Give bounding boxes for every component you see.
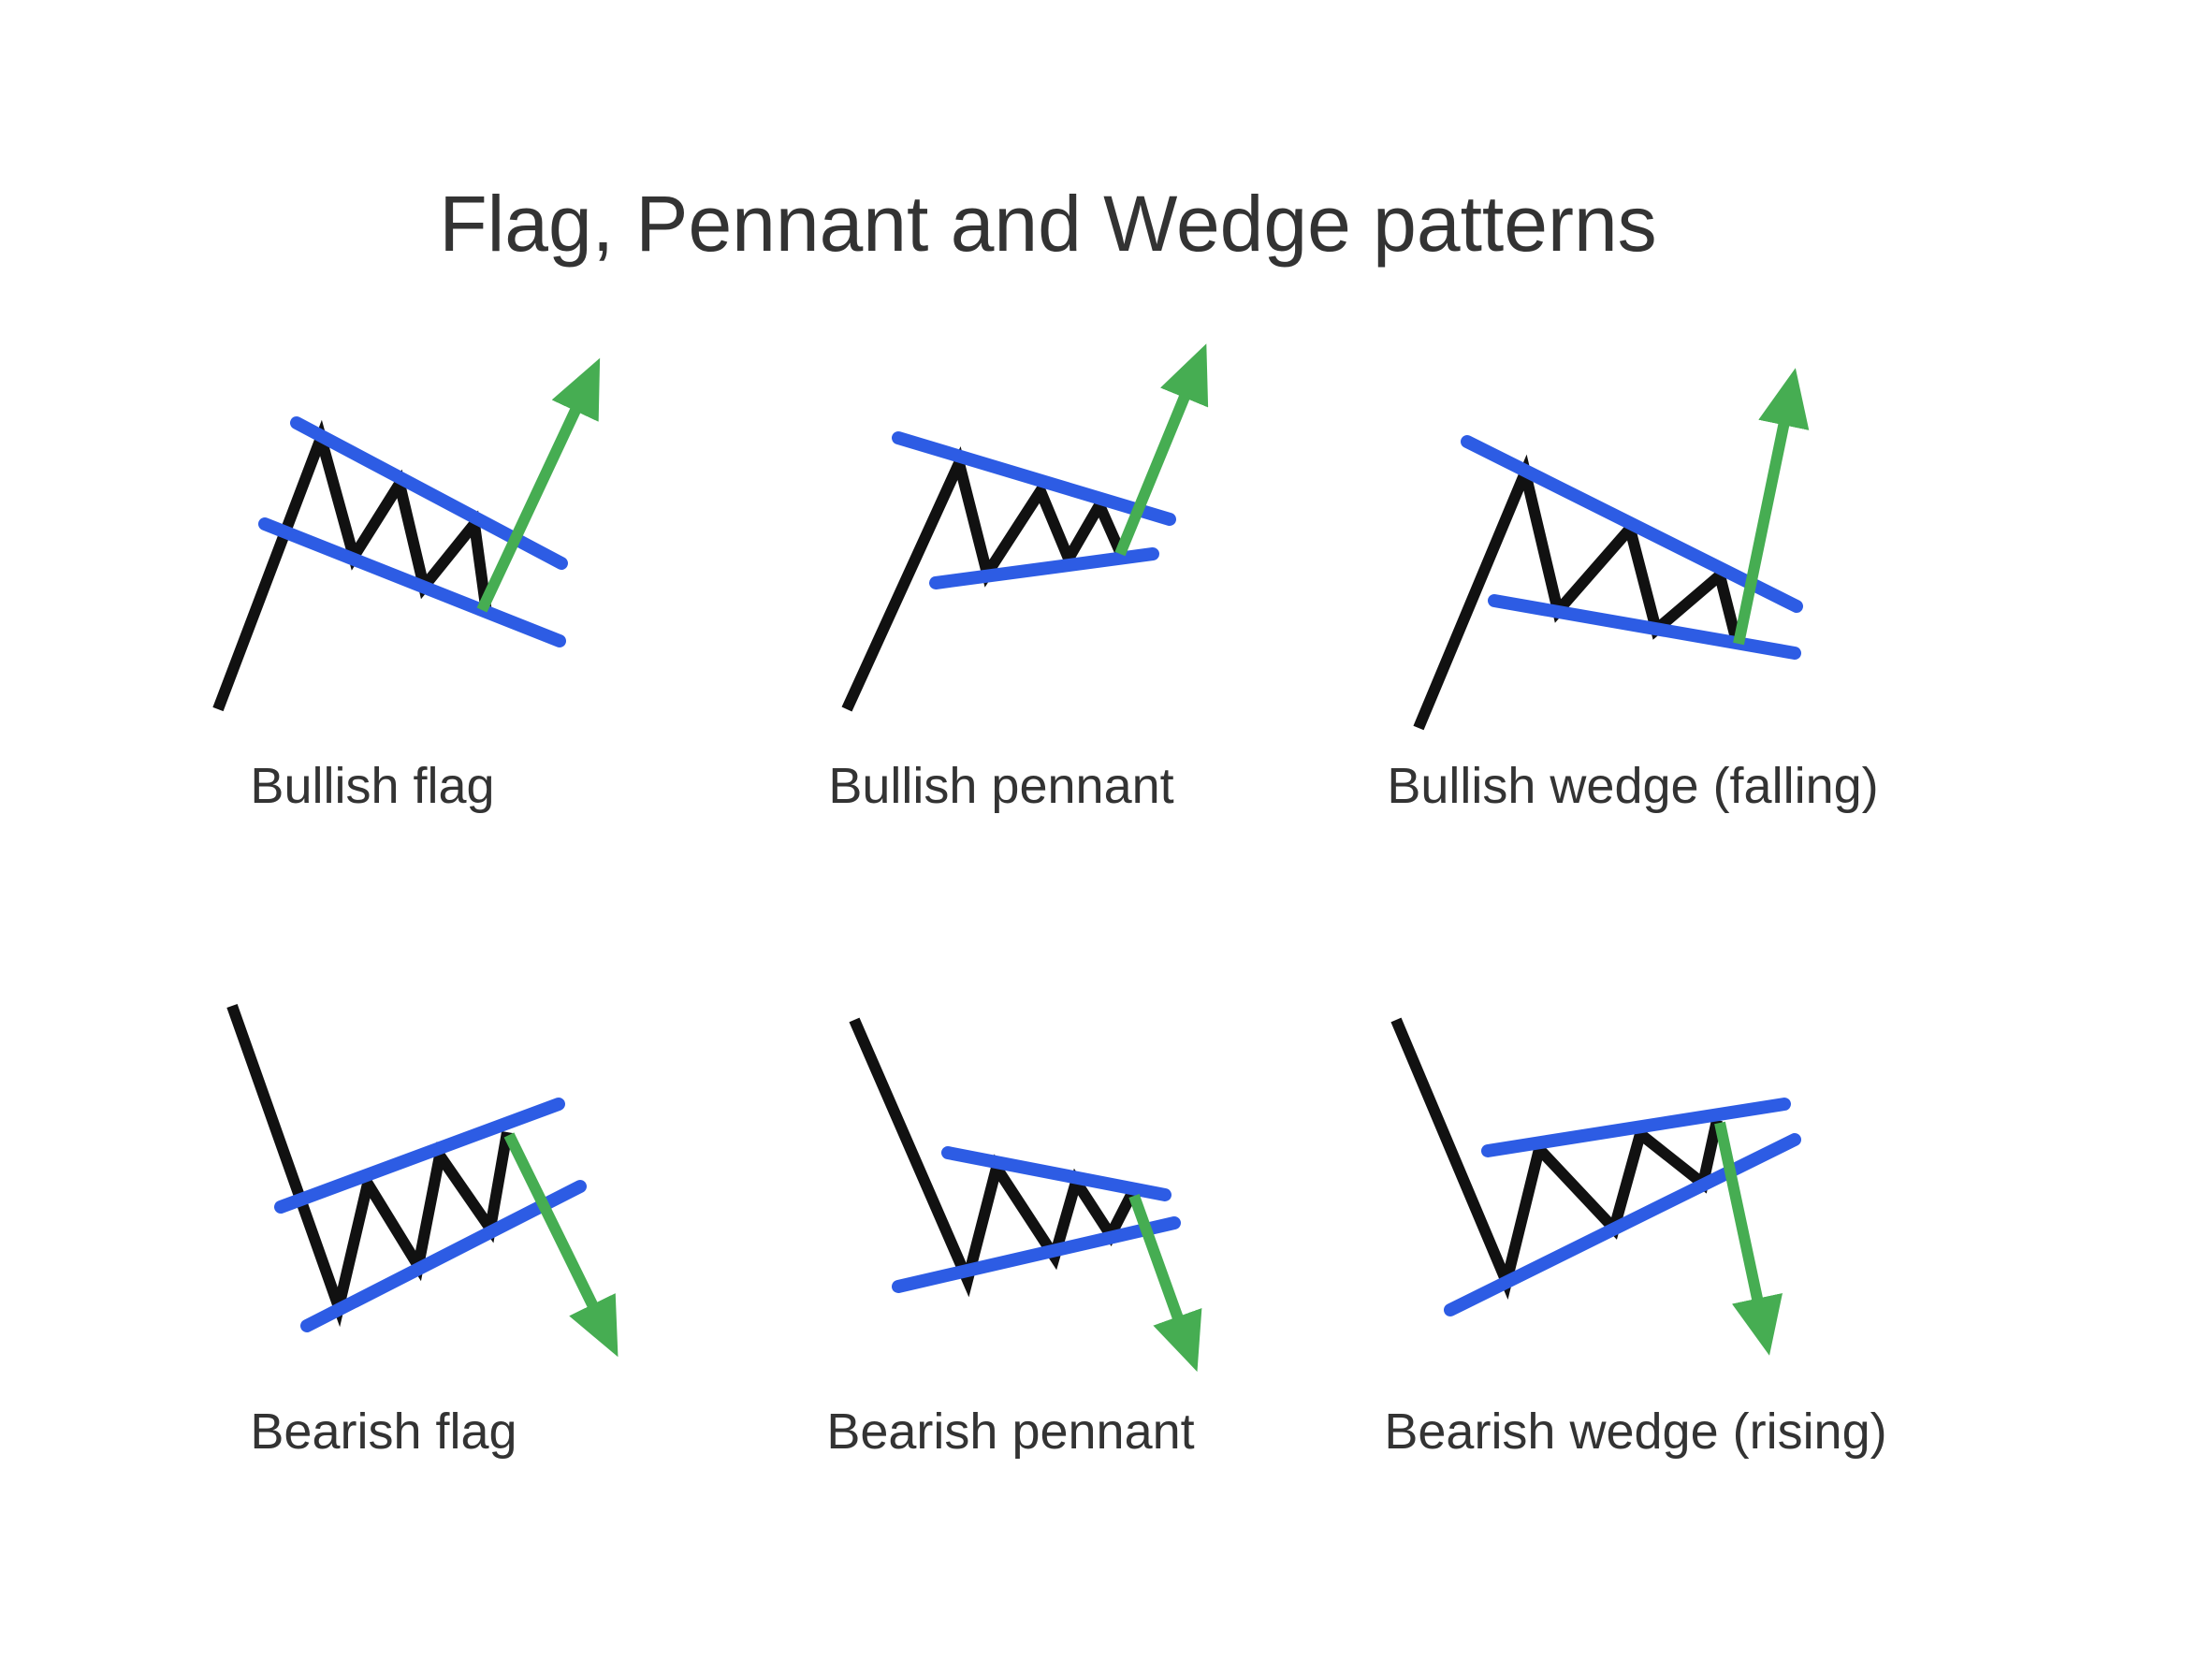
label-bullish-flag: Bullish flag [250, 758, 494, 814]
breakout-arrow-up-icon [1114, 343, 1209, 557]
lower-trendline [1488, 594, 1801, 660]
breakout-arrow-down-icon [1128, 1193, 1202, 1373]
pattern-labels: Flag, Pennant and Wedge patterns Bullish… [250, 180, 1886, 1460]
price-path [212, 419, 492, 712]
upper-trendline [892, 431, 1176, 526]
upper-trendline [1481, 1098, 1791, 1157]
pattern-bearish-flag [226, 1003, 618, 1358]
lower-trendline [1444, 1133, 1801, 1316]
pattern-bearish-wedge-rising [1390, 1017, 1801, 1356]
price-path [226, 1003, 513, 1328]
pattern-bearish-pennant [849, 1017, 1202, 1373]
upper-trendline [1461, 435, 1803, 613]
label-bearish-pennant: Bearish pennant [826, 1403, 1194, 1460]
pattern-shapes [212, 343, 1810, 1373]
label-bullish-wedge-falling: Bullish wedge (falling) [1387, 758, 1878, 814]
pattern-bullish-wedge-falling [1413, 368, 1810, 731]
upper-trendline [274, 1098, 565, 1214]
price-path [841, 446, 1127, 712]
page-title: Flag, Pennant and Wedge patterns [439, 180, 1656, 268]
breakout-arrow-down-icon [503, 1132, 618, 1358]
breakout-arrow-down-icon [1714, 1121, 1783, 1356]
label-bullish-pennant: Bullish pennant [828, 758, 1173, 814]
lower-trendline [258, 517, 566, 647]
breakout-arrow-up-icon [1733, 368, 1810, 646]
lower-trendline [300, 1180, 587, 1332]
breakout-arrow-up-icon [476, 357, 601, 613]
pattern-bullish-pennant [841, 343, 1209, 712]
label-bearish-flag: Bearish flag [250, 1403, 517, 1460]
label-bearish-wedge-rising: Bearish wedge (rising) [1384, 1403, 1886, 1460]
lower-trendline [892, 1216, 1181, 1293]
price-path [1390, 1017, 1723, 1301]
pattern-bullish-flag [212, 357, 601, 712]
price-path [1413, 454, 1743, 731]
upper-trendline [941, 1146, 1171, 1201]
lower-trendline [929, 547, 1159, 589]
